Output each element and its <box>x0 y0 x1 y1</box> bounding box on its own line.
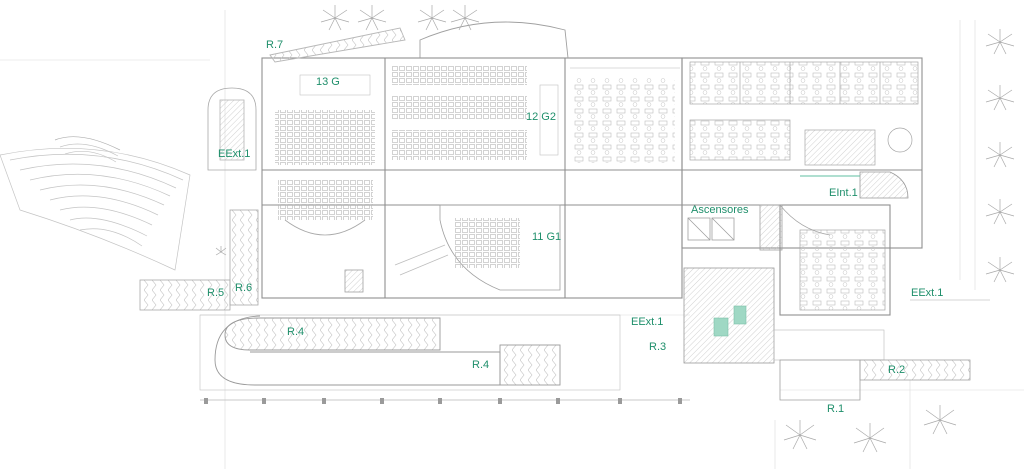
label-ascensores: Ascensores <box>691 204 749 216</box>
right-lower-rooms <box>779 204 886 311</box>
label-eext1-mid: EExt.1 <box>631 316 664 328</box>
palm-tree-icon <box>853 423 887 453</box>
label-r3: R.3 <box>649 341 667 353</box>
label-room-11g1: 11 G1 <box>532 231 562 243</box>
palm-tree-icon <box>985 85 1015 111</box>
amphitheatre <box>0 136 191 271</box>
label-r4-right: R.4 <box>472 359 490 371</box>
label-r2: R.2 <box>888 364 906 376</box>
palm-tree-icon <box>985 142 1015 168</box>
label-eext1-left: EExt.1 <box>218 148 251 160</box>
stair-eint1 <box>800 171 909 199</box>
palm-tree-icon <box>783 420 817 450</box>
label-r6: R.6 <box>235 282 253 294</box>
room-12g2-seating <box>392 65 559 160</box>
label-r1: R.1 <box>827 403 845 415</box>
upper-wing <box>269 21 569 63</box>
palm-tree-icon <box>985 199 1015 225</box>
palm-tree-icon <box>215 246 227 256</box>
palm-tree-icon <box>985 29 1015 55</box>
cafeteria-tables <box>570 67 680 163</box>
stair-left <box>207 87 257 171</box>
label-r7: R.7 <box>266 39 284 51</box>
label-r4-left: R.4 <box>287 326 305 338</box>
label-eext1-right: EExt.1 <box>911 287 944 299</box>
palm-tree-icon <box>417 5 447 31</box>
ramp-r4 <box>199 314 690 401</box>
column-grid <box>204 398 682 404</box>
palm-tree-icon <box>357 5 387 31</box>
ramps-left <box>139 209 259 311</box>
room-11g1 <box>344 204 561 293</box>
elevators <box>687 204 783 251</box>
palm-tree-icon <box>985 257 1015 283</box>
room-13g-seating <box>275 74 375 236</box>
offices-block <box>689 61 919 166</box>
label-eint1: EInt.1 <box>829 187 858 199</box>
label-room-12g2: 12 G2 <box>526 111 556 123</box>
label-r5: R.5 <box>207 287 225 299</box>
palm-tree-icon <box>320 5 350 31</box>
palm-trees <box>215 5 1015 453</box>
label-room-13g: 13 G <box>316 76 340 88</box>
palm-tree-icon <box>923 405 957 435</box>
core-zone <box>683 267 885 364</box>
ramps-right <box>779 299 990 401</box>
palm-tree-icon <box>450 5 480 31</box>
